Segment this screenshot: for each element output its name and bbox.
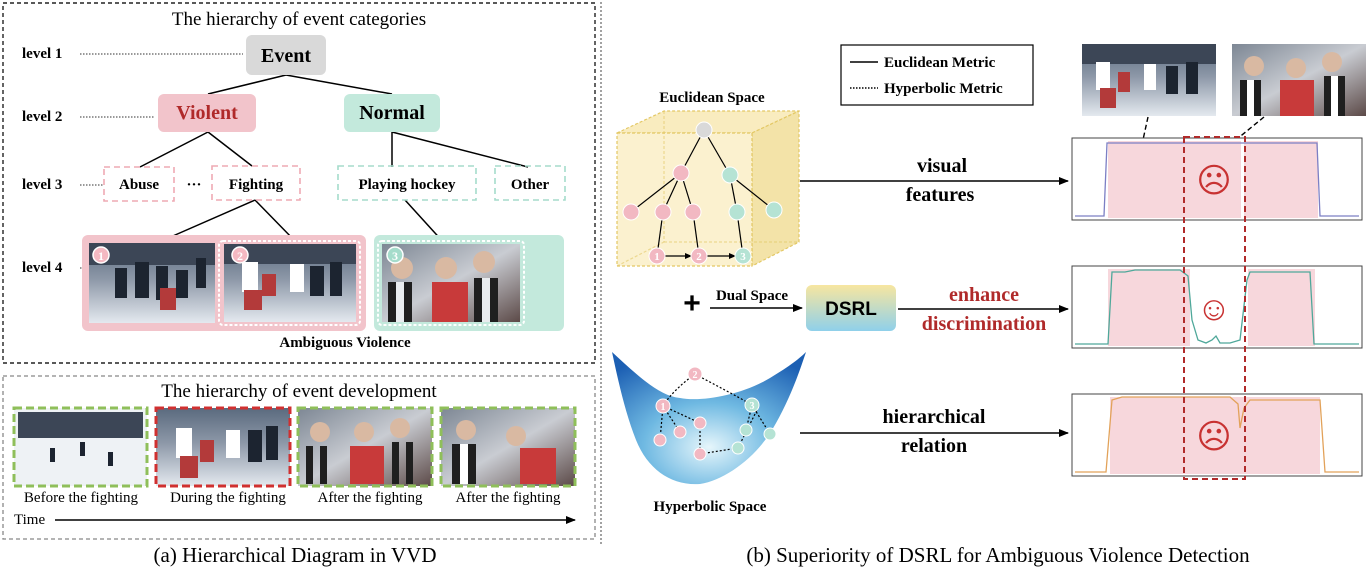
euclidean-legend-label: Euclidean Metric bbox=[884, 55, 996, 71]
plot-hierarchical bbox=[1071, 393, 1363, 477]
fighting-node-label: Fighting bbox=[229, 177, 284, 193]
violent-thumbnail bbox=[1082, 44, 1216, 116]
cube-node-2: 2 bbox=[696, 251, 702, 263]
caption-b: (b) Superiority of DSRL for Ambiguous Vi… bbox=[746, 543, 1250, 567]
frame-4-after bbox=[439, 406, 577, 488]
time-label: Time bbox=[14, 512, 45, 528]
frame-2-caption: During the fighting bbox=[170, 490, 286, 506]
ambiguous-thumbnail bbox=[1232, 44, 1366, 116]
enhance-label-2: discrimination bbox=[922, 313, 1046, 335]
playing-hockey-node bbox=[337, 165, 477, 201]
level-1-label: level 1 bbox=[22, 46, 62, 62]
clip-3-number: 3 bbox=[392, 249, 398, 263]
ambiguous-segment-highlight bbox=[1183, 136, 1246, 480]
dual-space-label: Dual Space bbox=[716, 288, 788, 304]
category-hierarchy-title: The hierarchy of event categories bbox=[172, 9, 426, 30]
dsrl-box bbox=[806, 285, 896, 331]
metric-legend bbox=[840, 44, 1034, 106]
frame-1-caption: Before the fighting bbox=[24, 490, 139, 506]
hyperbolic-bowl bbox=[612, 352, 806, 485]
ellipsis: ··· bbox=[186, 177, 201, 193]
euclidean-cube bbox=[616, 110, 800, 267]
other-node-label: Other bbox=[511, 177, 550, 193]
frame-2-during bbox=[154, 406, 292, 488]
normal-node bbox=[344, 94, 440, 132]
hyper-node-1: 1 bbox=[661, 402, 666, 413]
cube-node-3: 3 bbox=[740, 251, 746, 263]
hyper-node-2: 2 bbox=[693, 370, 698, 381]
level-4-label: level 4 bbox=[22, 260, 63, 276]
abuse-node-label: Abuse bbox=[119, 177, 159, 193]
clip-1-number: 1 bbox=[98, 249, 104, 263]
frame-3-after bbox=[296, 406, 434, 488]
frame-3-caption: After the fighting bbox=[318, 490, 423, 506]
visual-features-label-1: visual bbox=[917, 155, 967, 177]
clip-number-badges: 1 2 3 bbox=[92, 246, 404, 264]
plot-enhance bbox=[1071, 265, 1363, 349]
level-2-label: level 2 bbox=[22, 109, 62, 125]
other-node bbox=[494, 165, 566, 201]
caption-a: (a) Hierarchical Diagram in VVD bbox=[154, 543, 437, 567]
level-3-label: level 3 bbox=[22, 177, 62, 193]
event-node bbox=[246, 35, 326, 75]
development-hierarchy-box bbox=[2, 375, 596, 540]
normal-node-label: Normal bbox=[359, 102, 425, 124]
playing-hockey-node-label: Playing hockey bbox=[358, 177, 456, 193]
hyperbolic-legend-label: Hyperbolic Metric bbox=[884, 81, 1003, 97]
hyperbolic-nodes bbox=[653, 366, 777, 461]
hierarchical-relation-label-2: relation bbox=[901, 435, 967, 457]
hyperbolic-space-label: Hyperbolic Space bbox=[654, 499, 767, 515]
category-hierarchy-box bbox=[2, 2, 596, 364]
cube-nodes bbox=[622, 121, 783, 265]
development-hierarchy-title: The hierarchy of event development bbox=[161, 381, 437, 402]
visual-features-label-2: features bbox=[906, 184, 975, 206]
euclidean-space-label: Euclidean Space bbox=[659, 90, 765, 106]
fighting-node bbox=[211, 165, 301, 201]
clip-1-thumbnail bbox=[89, 243, 215, 323]
violent-node-label: Violent bbox=[176, 102, 238, 124]
plus-sign: + bbox=[683, 287, 701, 320]
frame-4-caption: After the fighting bbox=[456, 490, 561, 506]
event-node-label: Event bbox=[261, 45, 311, 67]
ambiguous-violence-label: Ambiguous Violence bbox=[279, 335, 411, 351]
cube-node-1: 1 bbox=[654, 251, 660, 263]
face-visual: ☹ bbox=[1196, 162, 1231, 200]
dsrl-label: DSRL bbox=[825, 299, 877, 320]
hyper-node-3: 3 bbox=[750, 401, 755, 412]
abuse-node bbox=[103, 166, 175, 202]
face-hierarchical: ☹ bbox=[1196, 418, 1231, 456]
face-enhance: ☺ bbox=[1197, 290, 1232, 328]
clip-3-thumbnail bbox=[382, 244, 520, 322]
clip-2-number: 2 bbox=[237, 249, 243, 263]
hierarchical-relation-label-1: hierarchical bbox=[883, 406, 986, 428]
frame-1-before bbox=[12, 406, 149, 488]
enhance-label-1: enhance bbox=[949, 284, 1019, 306]
violent-node bbox=[158, 94, 256, 132]
